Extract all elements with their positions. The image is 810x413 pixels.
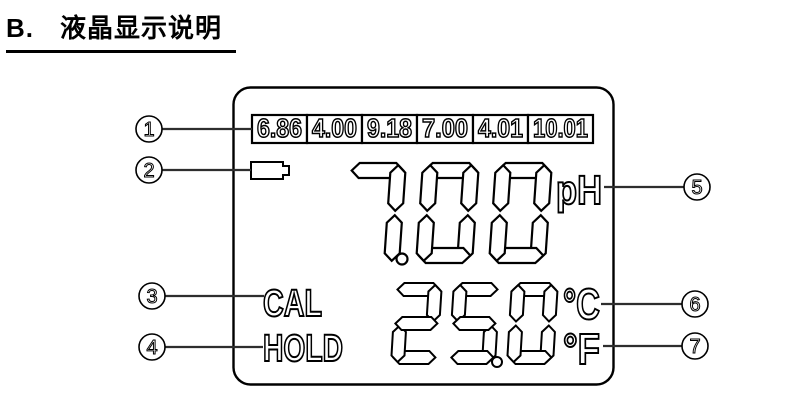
calibration-box — [305, 113, 364, 145]
calibration-value: 4.00 — [312, 113, 357, 143]
callout-3: 3 — [138, 282, 264, 310]
celsius-unit-label: °C — [563, 280, 600, 329]
section-letter: B. — [6, 13, 34, 43]
seven-segment-digit — [506, 282, 559, 365]
seven-segment-digit — [415, 161, 480, 265]
decimal-point — [395, 252, 409, 266]
callout-group: 1 2 3 4 5 6 7 — [135, 115, 711, 361]
callout-4: 4 — [138, 333, 263, 361]
callout-number: 2 — [143, 160, 154, 182]
seven-segment-digit — [390, 282, 443, 365]
calibration-value: 4.01 — [478, 113, 523, 143]
callout-number: 3 — [146, 286, 157, 308]
cal-indicator: CAL — [263, 283, 322, 325]
calibration-box — [415, 113, 475, 145]
callout-circle — [138, 282, 166, 310]
callout-6: 6 — [601, 290, 709, 318]
callout-circle — [681, 290, 709, 318]
callout-number: 7 — [689, 336, 700, 358]
decimal-point — [491, 356, 503, 368]
calibration-value: 10.01 — [533, 113, 588, 143]
callout-circle — [135, 115, 163, 143]
callout-number: 5 — [691, 177, 702, 199]
calibration-box — [526, 113, 595, 145]
seven-segment-digit — [488, 161, 553, 265]
callout-circle — [681, 332, 709, 360]
callout-number: 6 — [689, 294, 700, 316]
section-title-text: 液晶显示说明 — [60, 13, 223, 43]
callout-circle — [138, 333, 166, 361]
callout-circle — [683, 173, 711, 201]
battery-icon — [250, 161, 290, 180]
calibration-value: 6.86 — [257, 113, 302, 143]
calibration-row: 6.86 4.00 9.18 7.00 4.01 10.01 — [250, 112, 595, 145]
calibration-value: 7.00 — [422, 113, 468, 143]
temperature-value-display — [390, 282, 559, 368]
callout-5: 5 — [604, 173, 711, 201]
ph-unit-label: pH — [556, 167, 602, 213]
callout-number: 1 — [143, 119, 154, 141]
callout-number: 4 — [146, 337, 157, 359]
seven-segment-digit — [449, 282, 499, 365]
section-heading: B. 液晶显示说明 — [6, 8, 237, 53]
seven-segment-digit — [350, 161, 407, 263]
calibration-value: 9.18 — [367, 113, 412, 143]
callout-circle — [135, 156, 163, 184]
fahrenheit-unit-label: °F — [563, 325, 600, 374]
callout-7: 7 — [603, 332, 709, 360]
callout-2: 2 — [135, 156, 251, 184]
callout-1: 1 — [135, 115, 252, 143]
hold-indicator: HOLD — [263, 328, 343, 370]
ph-value-display — [350, 161, 553, 266]
